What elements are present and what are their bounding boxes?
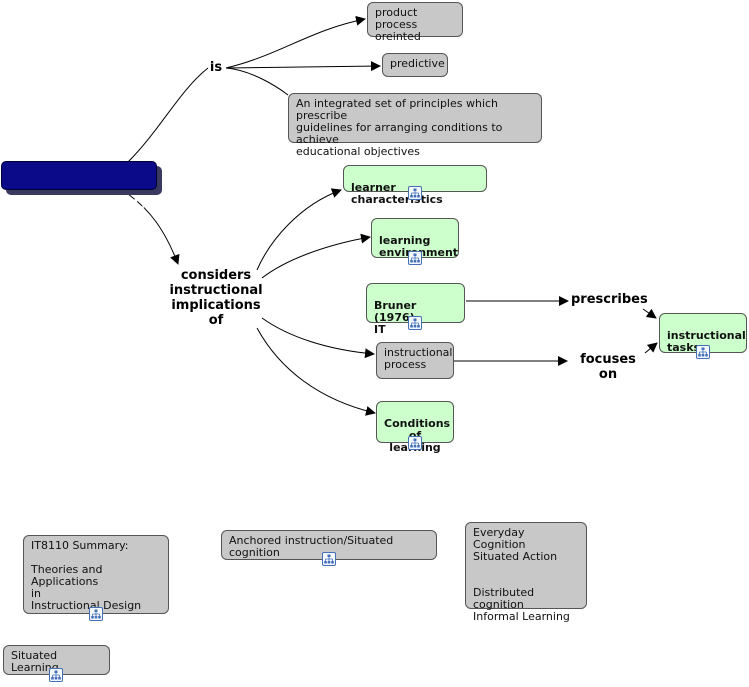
- concept-map-icon[interactable]: [408, 186, 422, 200]
- concept-map-icon[interactable]: [49, 668, 63, 682]
- concept-instructional-theory[interactable]: Instructional Theory: [1, 161, 157, 209]
- concept-product-process[interactable]: product process oreinted: [367, 2, 463, 43]
- connector-is-predictive: [225, 61, 381, 72]
- connector-considers-process: [261, 317, 375, 359]
- concept-map-icon[interactable]: [408, 316, 422, 330]
- connector-considers-environment: [261, 233, 371, 279]
- linking-phrase-is[interactable]: is: [209, 60, 223, 75]
- concept-integrated-set[interactable]: An integrated set of principles which pr…: [288, 93, 542, 158]
- concept-label: Conditions of learning: [384, 417, 451, 454]
- concept-map-icon[interactable]: [89, 607, 103, 621]
- concept-label: Bruner (1976) IT: [374, 299, 417, 336]
- concept-conditions-of-learning[interactable]: Conditions of learning: [376, 401, 454, 454]
- concept-everyday-cognition[interactable]: Everyday Cognition Situated Action Distr…: [465, 522, 587, 623]
- concept-it8110-summary[interactable]: IT8110 Summary: Theories and Application…: [23, 535, 169, 614]
- concept-predictive[interactable]: predictive: [382, 53, 448, 77]
- concept-label: Instructional Theory: [10, 195, 148, 209]
- connector-is-product: [225, 15, 366, 69]
- connector-considers-conditions: [256, 327, 376, 416]
- connector-prescribes-tasks: [642, 308, 657, 319]
- concept-map-icon[interactable]: [322, 552, 336, 566]
- linking-phrase-considers[interactable]: considers instructional implications of: [169, 268, 263, 328]
- linking-phrase-focuses-on[interactable]: focuses on: [580, 352, 636, 382]
- connector-root-is: [127, 67, 209, 163]
- connector-root-considers: [127, 193, 180, 265]
- concept-map-icon[interactable]: [408, 251, 422, 265]
- concept-anchored-instruction[interactable]: Anchored instruction/Situated cognition: [221, 530, 437, 560]
- linking-phrase-prescribes[interactable]: prescribes: [571, 292, 648, 307]
- concept-label: instructional tasks: [667, 329, 746, 354]
- concept-map-icon[interactable]: [408, 436, 422, 450]
- connector-is-integrated: [225, 67, 289, 96]
- concept-map-icon[interactable]: [696, 345, 710, 359]
- concept-label: learner characteristics: [351, 181, 443, 206]
- concept-instructional-process[interactable]: instructional process: [376, 342, 454, 379]
- connector-focuses-tasks: [644, 342, 658, 354]
- connector-considers-learner: [256, 188, 342, 271]
